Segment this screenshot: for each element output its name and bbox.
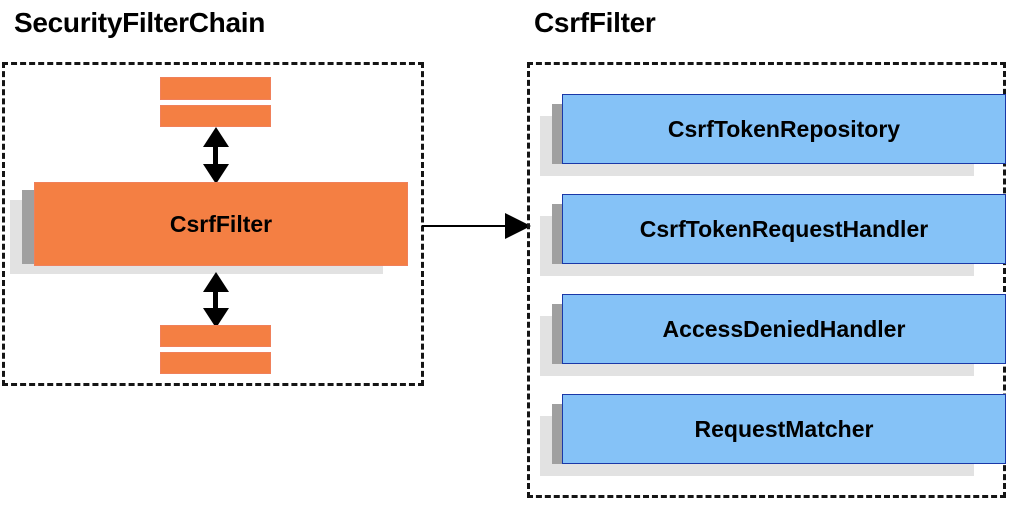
filter-bar-bottom-1 [160, 325, 271, 347]
collaborator-csrf-token-request-handler[interactable]: CsrfTokenRequestHandler [540, 194, 1006, 290]
component-csrf-filter[interactable]: CsrfFilter [10, 182, 410, 292]
connector-arrow-head-icon [505, 213, 531, 239]
collaborator-label: CsrfTokenRepository [562, 94, 1006, 164]
arrow-shaft-top [213, 140, 218, 172]
filter-bar-bottom-2 [160, 352, 271, 374]
filter-bar-top-2 [160, 105, 271, 127]
collaborator-csrf-token-repository[interactable]: CsrfTokenRepository [540, 94, 1006, 190]
collaborator-label: AccessDeniedHandler [562, 294, 1006, 364]
collaborator-label: CsrfTokenRequestHandler [562, 194, 1006, 264]
collaborator-label: RequestMatcher [562, 394, 1006, 464]
arrow-head-up-bottom [203, 272, 229, 292]
collaborator-request-matcher[interactable]: RequestMatcher [540, 394, 1006, 490]
arrow-head-down-top [203, 164, 229, 184]
csrf-filter-detail-container [527, 62, 1006, 498]
security-filter-chain-container [2, 62, 424, 386]
arrow-head-up-top [203, 127, 229, 147]
page-title-csrf-filter: CsrfFilter [534, 7, 656, 38]
arrow-head-down-bottom [203, 308, 229, 328]
page-title-security-filter-chain: SecurityFilterChain [14, 7, 266, 38]
connector-shaft [422, 225, 507, 227]
collaborator-access-denied-handler[interactable]: AccessDeniedHandler [540, 294, 1006, 390]
filter-bar-top-1 [160, 77, 271, 100]
component-csrf-filter-label: CsrfFilter [34, 182, 408, 266]
arrow-shaft-bottom [213, 285, 218, 317]
